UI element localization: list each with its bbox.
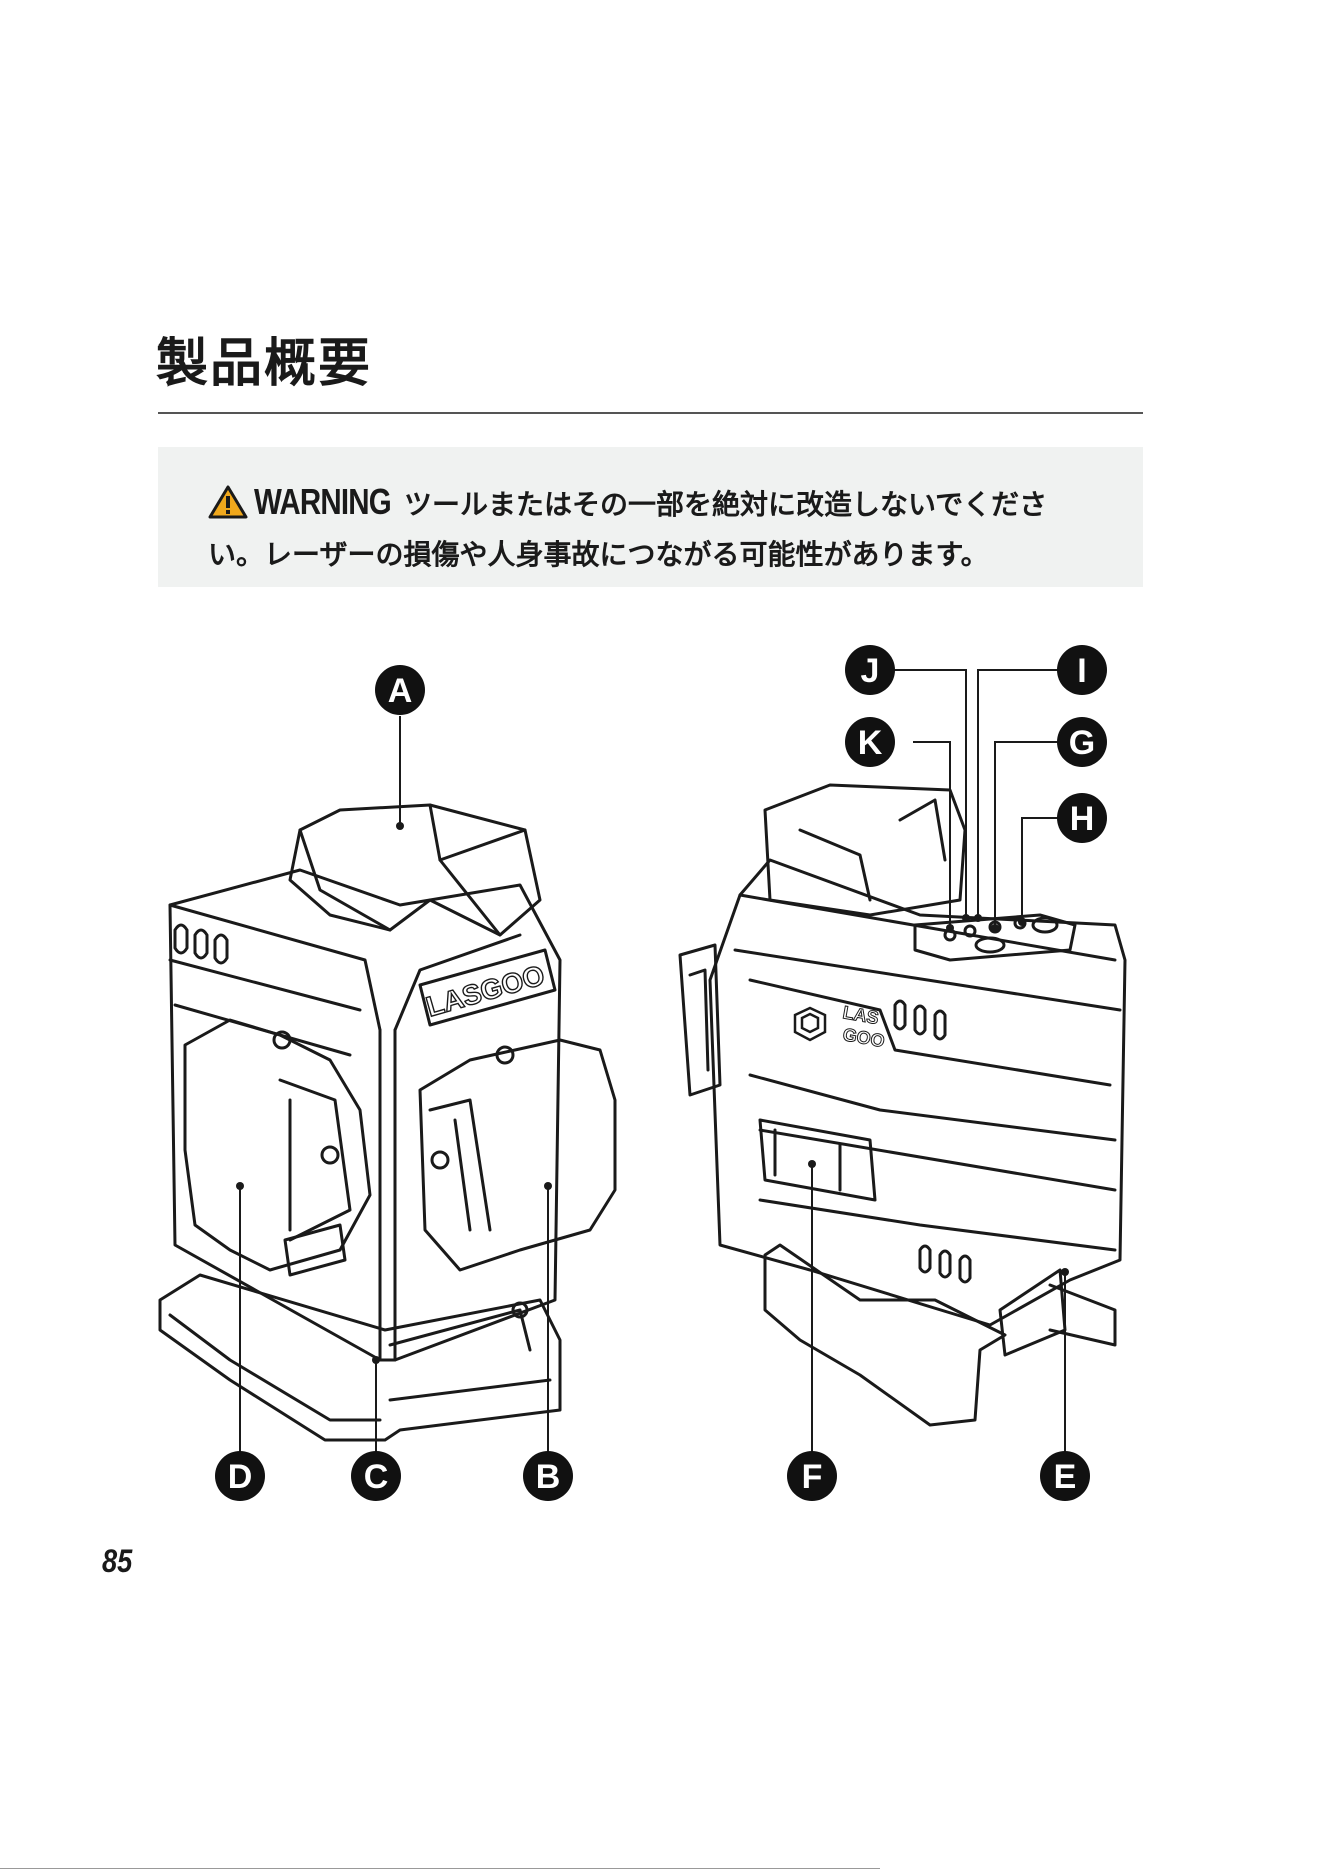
left-device-view <box>160 805 615 1440</box>
callout-f: F <box>787 1451 837 1501</box>
warning-triangle-icon <box>208 485 248 519</box>
page-number: 85 <box>102 1543 132 1580</box>
right-device-view <box>680 785 1125 1425</box>
callout-g-label: G <box>1069 724 1095 762</box>
callout-i: I <box>1057 645 1107 695</box>
callout-b: B <box>523 1451 573 1501</box>
callout-f-label: F <box>802 1458 823 1496</box>
callout-g: G <box>1057 717 1107 767</box>
callout-k-label: K <box>858 724 883 762</box>
callout-i-label: I <box>1077 652 1086 690</box>
callout-a: A <box>375 665 425 715</box>
callout-h: H <box>1057 793 1107 843</box>
callout-j-label: J <box>861 652 880 690</box>
callout-c-label: C <box>364 1458 389 1496</box>
footer-divider <box>0 1868 880 1869</box>
callout-k: K <box>845 717 895 767</box>
callout-d-label: D <box>228 1458 253 1496</box>
title-divider <box>158 412 1143 414</box>
callout-e: E <box>1040 1451 1090 1501</box>
product-illustration: LASGOO LAS GOO A B C <box>0 0 1324 1600</box>
callout-j: J <box>845 645 895 695</box>
left-logo-text: LASGOO <box>423 959 548 1022</box>
right-hex-logo-icon <box>795 1008 825 1040</box>
callout-a-label: A <box>388 672 413 710</box>
callout-h-label: H <box>1070 800 1095 838</box>
callout-c: C <box>351 1451 401 1501</box>
callout-d: D <box>215 1451 265 1501</box>
right-logo-line2: GOO <box>841 1024 886 1051</box>
callout-b-label: B <box>536 1458 561 1496</box>
callout-leader-lines <box>240 670 1065 1456</box>
page-title: 製品概要 <box>156 332 372 396</box>
warning-label: WARNING <box>254 477 391 527</box>
callout-e-label: E <box>1054 1458 1077 1496</box>
